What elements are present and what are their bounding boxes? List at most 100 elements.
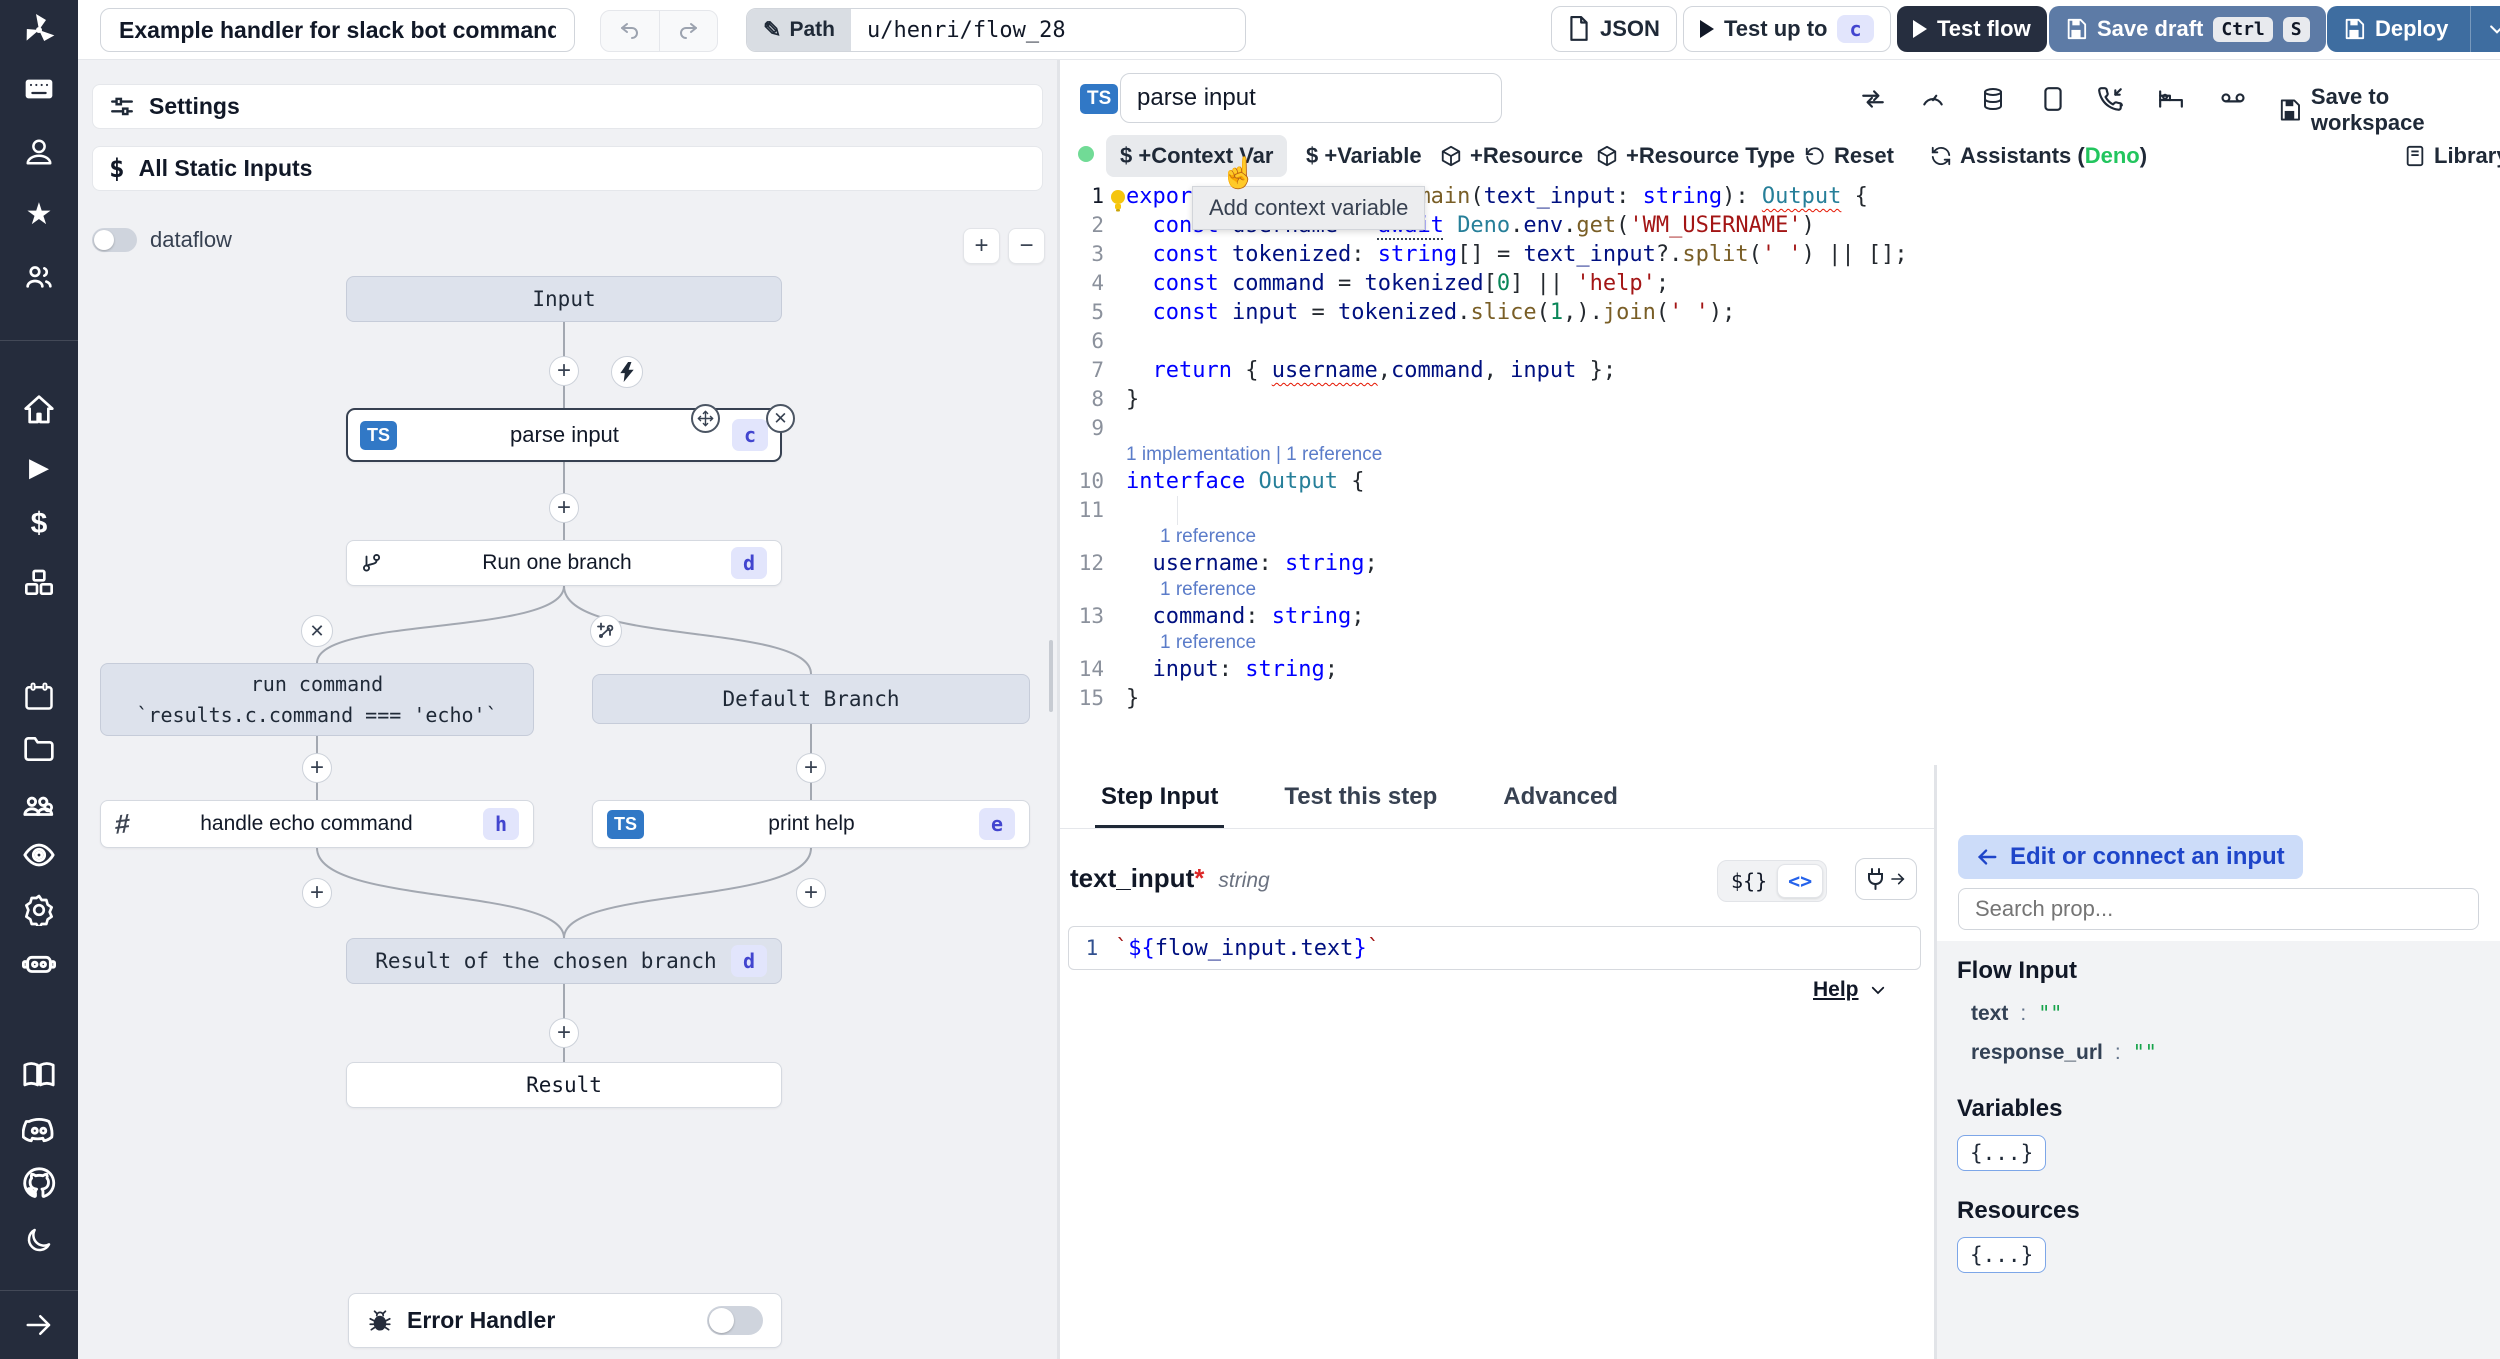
- path-input[interactable]: ✎ Path u/henri/flow_28: [746, 8, 1246, 52]
- schedules-calendar-icon[interactable]: [0, 674, 78, 718]
- error-handler-row[interactable]: Error Handler: [348, 1293, 782, 1348]
- add-step-button[interactable]: +: [302, 753, 332, 783]
- node-input[interactable]: Input: [346, 276, 782, 322]
- suspend-phone-icon[interactable]: [2096, 84, 2126, 114]
- move-step-button[interactable]: [691, 404, 720, 433]
- workers-robot-icon[interactable]: [0, 941, 78, 985]
- flow-title-input[interactable]: [100, 8, 575, 52]
- trigger-bolt-button[interactable]: [611, 356, 643, 388]
- zoom-out-button[interactable]: −: [1008, 228, 1045, 264]
- redo-button[interactable]: [658, 11, 718, 51]
- error-handler-toggle[interactable]: [707, 1306, 763, 1335]
- add-step-button[interactable]: +: [549, 1018, 579, 1048]
- connect-input-button[interactable]: [1855, 858, 1917, 900]
- add-resource-type-button[interactable]: +Resource Type: [1582, 135, 1809, 177]
- test-up-to-button[interactable]: Test up to c: [1683, 6, 1891, 52]
- tab-advanced[interactable]: Advanced: [1503, 783, 1618, 810]
- add-step-button[interactable]: +: [796, 878, 826, 908]
- search-prop-input[interactable]: [1958, 888, 2479, 930]
- node-default-branch[interactable]: Default Branch: [592, 674, 1030, 724]
- delete-step-button[interactable]: ✕: [766, 404, 795, 433]
- panel-splitter[interactable]: [1934, 765, 1937, 1359]
- add-branch-button[interactable]: [590, 615, 622, 647]
- cache-database-icon[interactable]: [1978, 84, 2008, 114]
- windmill-logo-icon[interactable]: [0, 8, 78, 52]
- variables-dollar-icon[interactable]: $: [30, 507, 48, 540]
- groups-icon[interactable]: [0, 784, 78, 828]
- folders-icon[interactable]: [0, 727, 78, 771]
- variables-expand-chip[interactable]: {...}: [1957, 1135, 2047, 1171]
- retries-repeat-icon[interactable]: [1858, 84, 1888, 114]
- theme-moon-icon[interactable]: [0, 1218, 78, 1262]
- resources-expand-chip[interactable]: {...}: [1957, 1237, 2047, 1273]
- settings-gear-icon[interactable]: [0, 888, 78, 932]
- github-icon[interactable]: [0, 1161, 78, 1205]
- branch-predicate-line2: `results.c.command === 'echo'`: [136, 702, 498, 727]
- save-to-workspace-button[interactable]: Save to workspace: [2278, 84, 2500, 136]
- expand-arrow-icon[interactable]: [0, 1303, 78, 1347]
- add-context-var-button[interactable]: $ +Context Var: [1106, 135, 1288, 177]
- codelens-reference[interactable]: 1 reference: [1160, 579, 1257, 600]
- flow-scrollbar[interactable]: [1049, 640, 1053, 712]
- node-result[interactable]: Result: [346, 1062, 782, 1108]
- audit-eye-icon[interactable]: [0, 833, 78, 877]
- json-button[interactable]: JSON: [1551, 6, 1677, 52]
- code-mode-button[interactable]: <>: [1777, 864, 1824, 898]
- codelens-reference[interactable]: 1 reference: [1160, 526, 1257, 547]
- prop-row-response-url[interactable]: response_url : "": [1971, 1040, 2480, 1065]
- deploy-button[interactable]: Deploy: [2327, 6, 2500, 52]
- add-step-button[interactable]: +: [796, 753, 826, 783]
- node-parse-input[interactable]: TS parse input c: [346, 408, 782, 462]
- add-resource-button[interactable]: +Resource: [1426, 135, 1597, 177]
- flow-settings-button[interactable]: Settings: [92, 84, 1043, 129]
- resources-boxes-icon[interactable]: [0, 561, 78, 605]
- add-variable-button[interactable]: $ +Variable: [1306, 143, 1422, 168]
- undo-button[interactable]: [601, 11, 659, 51]
- lightbulb-icon[interactable]: [1108, 188, 1128, 214]
- codelens-reference[interactable]: 1 reference: [1160, 632, 1257, 653]
- runs-play-icon[interactable]: ▶: [29, 451, 49, 482]
- node-branch-result[interactable]: Result of the chosen branch d: [346, 938, 782, 984]
- mock-voicemail-icon[interactable]: [2218, 84, 2248, 114]
- add-step-button[interactable]: +: [549, 493, 579, 523]
- home-icon[interactable]: [0, 388, 78, 432]
- tab-step-input[interactable]: Step Input: [1095, 765, 1225, 828]
- node-print-help[interactable]: TS print help e: [592, 800, 1030, 848]
- template-mode-button[interactable]: ${}: [1731, 869, 1768, 893]
- concurrency-square-icon[interactable]: [2038, 84, 2068, 114]
- discord-icon[interactable]: [0, 1108, 78, 1152]
- users-group-icon[interactable]: [0, 255, 78, 299]
- all-static-inputs-button[interactable]: $ All Static Inputs: [92, 146, 1043, 191]
- deploy-dropdown-button[interactable]: [2470, 6, 2500, 52]
- add-step-button[interactable]: +: [302, 878, 332, 908]
- node-run-one-branch[interactable]: Run one branch d: [346, 540, 782, 586]
- prop-tree: Flow Input text : "" response_url : "" V…: [1937, 941, 2500, 1359]
- favorites-star-icon[interactable]: ★: [25, 197, 53, 231]
- step-name-input[interactable]: [1120, 73, 1502, 123]
- codelens-implementation[interactable]: 1 implementation | 1 reference: [1126, 444, 1383, 465]
- test-flow-button[interactable]: Test flow: [1897, 6, 2047, 52]
- input-expression-editor[interactable]: 1 `${flow_input.text}`: [1068, 926, 1921, 970]
- prop-picker-panel: Edit or connect an input Flow Input text…: [1937, 765, 2500, 1359]
- node-handle-echo-command[interactable]: # handle echo command h: [100, 800, 534, 848]
- apps-icon[interactable]: [0, 67, 78, 111]
- sleep-bed-icon[interactable]: [2156, 84, 2186, 114]
- edit-or-connect-button[interactable]: Edit or connect an input: [1958, 835, 2303, 879]
- save-draft-button[interactable]: Save draft Ctrl S: [2049, 6, 2326, 52]
- docs-book-icon[interactable]: [0, 1053, 78, 1097]
- delete-branch-button[interactable]: ✕: [301, 615, 333, 647]
- reset-button[interactable]: Reset: [1790, 135, 1908, 177]
- user-icon[interactable]: [0, 130, 78, 174]
- zoom-in-button[interactable]: +: [963, 228, 1000, 264]
- performance-gauge-icon[interactable]: [1918, 84, 1948, 114]
- add-step-button[interactable]: +: [549, 356, 579, 386]
- tab-test-this-step[interactable]: Test this step: [1284, 783, 1438, 810]
- prop-row-text[interactable]: text : "": [1971, 1001, 2480, 1026]
- library-button[interactable]: Library: [2390, 135, 2500, 177]
- dataflow-toggle[interactable]: [92, 228, 137, 252]
- help-link[interactable]: Help: [1813, 978, 1887, 1002]
- vertical-splitter[interactable]: [1057, 60, 1060, 1359]
- assistants-button[interactable]: Assistants (Deno): [1916, 135, 2161, 177]
- node-run-command-branch[interactable]: run command `results.c.command === 'echo…: [100, 663, 534, 736]
